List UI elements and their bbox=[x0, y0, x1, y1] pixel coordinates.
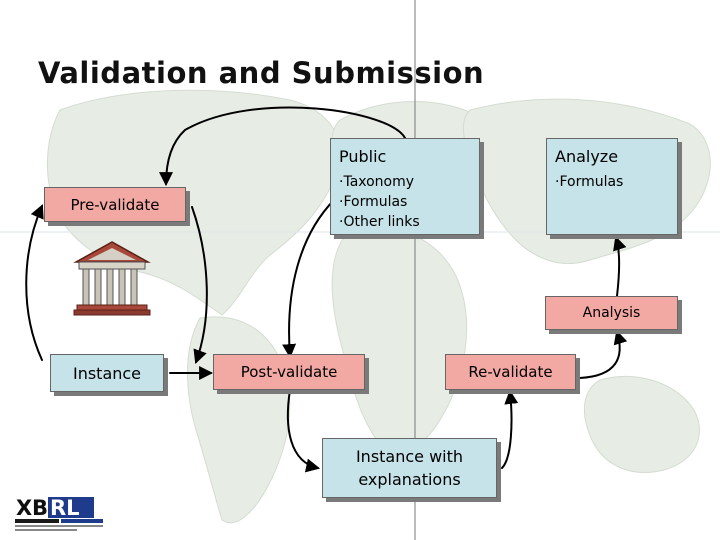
xbrl-logo: X B RL bbox=[15, 496, 103, 531]
instance-explanations-line2: explanations bbox=[358, 470, 461, 489]
instance-explanations-line1: Instance with bbox=[355, 447, 464, 466]
postvalidate-box[interactable]: Post-validate bbox=[213, 354, 365, 390]
instance-label: Instance bbox=[72, 363, 142, 383]
public-box-title: Public bbox=[339, 147, 387, 166]
public-item-other-links: Other links bbox=[339, 212, 479, 232]
analyze-item-formulas: Formulas bbox=[555, 172, 677, 192]
instance-explanations-box[interactable]: Instance with explanations bbox=[322, 438, 497, 498]
public-item-taxonomy: Taxonomy bbox=[339, 172, 479, 192]
public-box[interactable]: Public Taxonomy Formulas Other links bbox=[330, 138, 480, 235]
svg-text:B: B bbox=[32, 496, 48, 520]
slide-title: Validation and Submission bbox=[38, 56, 485, 90]
analysis-label: Analysis bbox=[582, 305, 641, 321]
instance-box[interactable]: Instance bbox=[50, 354, 164, 392]
analyze-box[interactable]: Analyze Formulas bbox=[546, 138, 678, 235]
svg-text:X: X bbox=[16, 496, 32, 520]
bank-building-icon bbox=[73, 241, 151, 316]
prevalidate-box[interactable]: Pre-validate bbox=[44, 187, 186, 222]
analysis-box[interactable]: Analysis bbox=[545, 296, 678, 330]
public-item-formulas: Formulas bbox=[339, 192, 479, 212]
analyze-box-title: Analyze bbox=[555, 147, 619, 166]
public-box-list: Taxonomy Formulas Other links bbox=[339, 172, 479, 232]
postvalidate-label: Post-validate bbox=[240, 363, 338, 381]
svg-text:RL: RL bbox=[50, 496, 80, 520]
revalidate-box[interactable]: Re-validate bbox=[445, 354, 576, 390]
revalidate-label: Re-validate bbox=[468, 363, 553, 381]
prevalidate-label: Pre-validate bbox=[70, 195, 160, 214]
analyze-box-list: Formulas bbox=[555, 172, 677, 192]
